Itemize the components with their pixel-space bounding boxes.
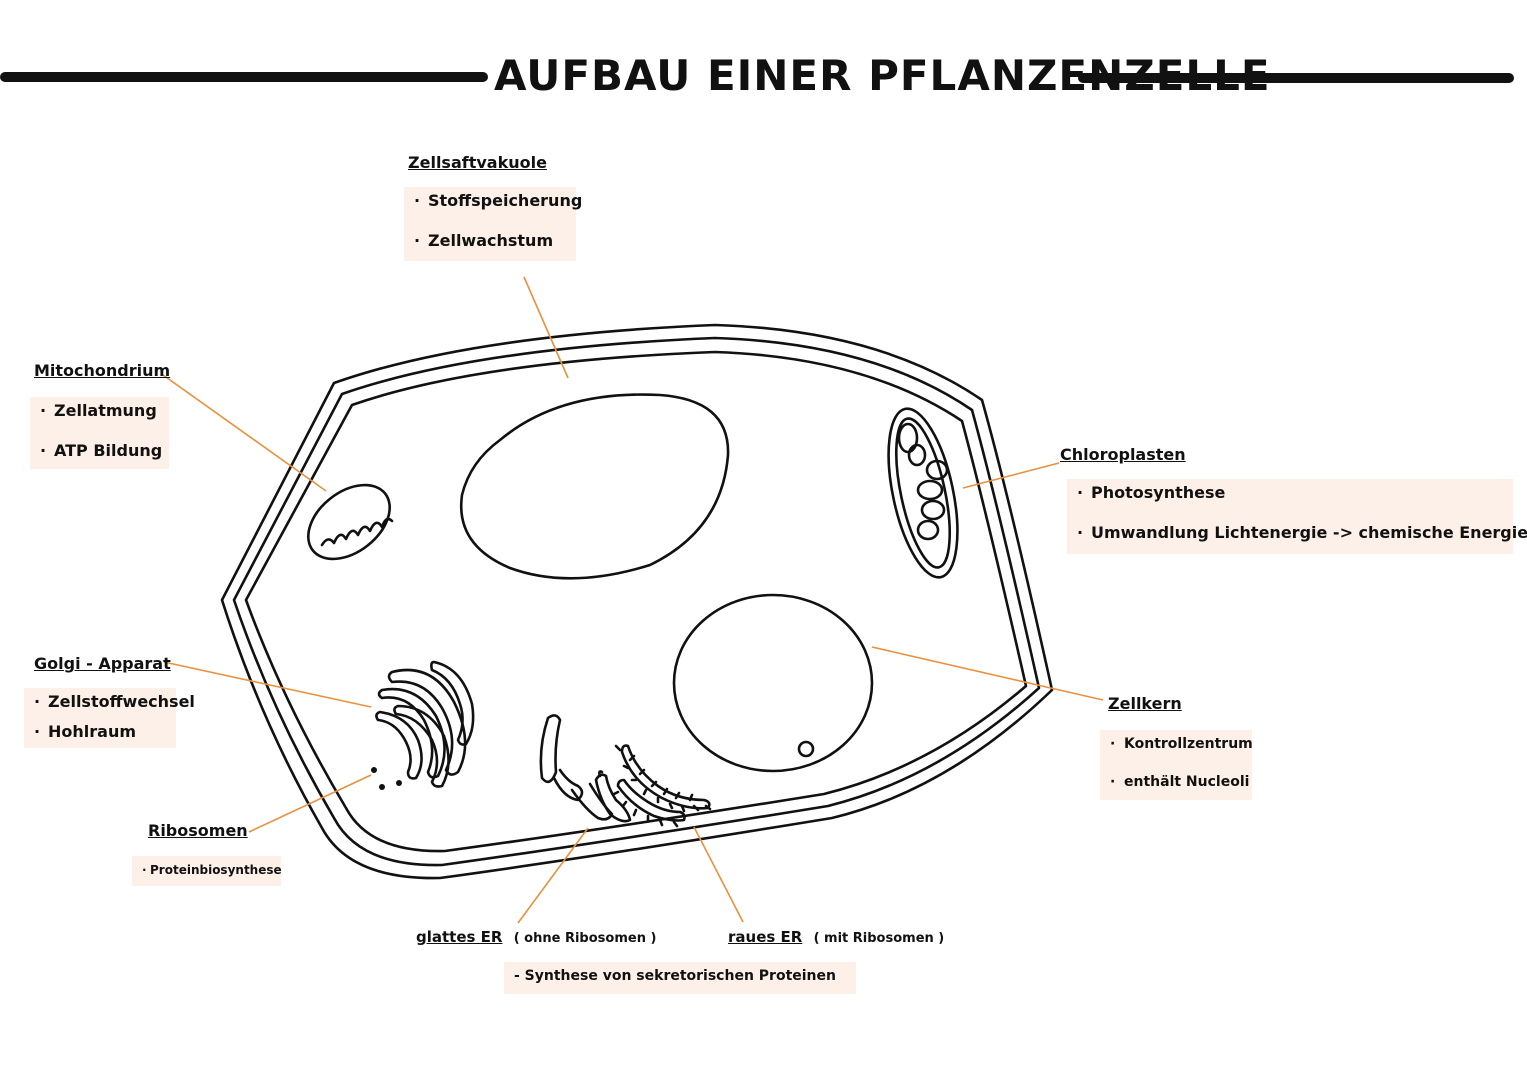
box-golgi: ·Zellstoffwechsel ·Hohlraum — [24, 688, 195, 748]
ribosomen-item-1: Proteinbiosynthese — [150, 863, 282, 877]
golgi-shape — [375, 660, 475, 788]
nucleus-shape — [672, 593, 874, 773]
mitochondrium-item-2: ATP Bildung — [54, 441, 163, 460]
label-raues-er-note: ( mit Ribosomen ) — [813, 931, 945, 946]
golgi-item-2: Hohlraum — [48, 722, 137, 741]
chloroplasten-item-1: Photosynthese — [1091, 483, 1226, 502]
mitochondrium-item-1: Zellatmung — [54, 401, 157, 420]
leader-raues-er — [693, 826, 744, 923]
label-glattes-er: glattes ER — [416, 928, 503, 946]
title-rule-left — [0, 72, 488, 82]
title-rule-right — [1078, 73, 1514, 83]
box-er-function: - Synthese von sekretorischen Proteinen — [504, 962, 856, 994]
box-chloroplasten: ·Photosynthese ·Umwandlung Lichtenergie … — [1067, 479, 1527, 554]
nucleolus-shape — [797, 740, 815, 758]
label-glattes-er-group: glattes ER ( ohne Ribosomen ) — [416, 928, 656, 946]
leader-golgi — [163, 661, 372, 708]
label-zellkern: Zellkern — [1108, 694, 1182, 713]
box-zellkern: ·Kontrollzentrum ·enthält Nucleoli — [1100, 730, 1253, 800]
cell-wall-outer — [220, 323, 1054, 880]
label-raues-er-group: raues ER ( mit Ribosomen ) — [728, 928, 944, 946]
chloroplast-outer — [887, 407, 959, 579]
chloroplast-inner — [895, 417, 951, 569]
cell-wall-inner — [232, 336, 1041, 867]
box-vakuole: ·Stoffspeicherung ·Zellwachstum — [404, 187, 582, 261]
ribosome-dots — [371, 767, 402, 790]
label-vakuole: Zellsaftvakuole — [408, 153, 547, 172]
label-golgi: Golgi - Apparat — [34, 654, 171, 673]
box-ribosomen: ·Proteinbiosynthese — [132, 856, 282, 886]
label-mitochondrium: Mitochondrium — [34, 361, 171, 380]
er-function-text: - Synthese von sekretorischen Proteinen — [514, 968, 836, 984]
leader-chloroplasten — [962, 462, 1060, 489]
leader-ribosomen — [248, 774, 372, 833]
label-ribosomen: Ribosomen — [148, 821, 248, 840]
leader-vakuole — [523, 276, 569, 379]
rough-er-shape — [612, 744, 712, 828]
zellkern-item-2: enthält Nucleoli — [1124, 774, 1250, 790]
label-chloroplasten: Chloroplasten — [1060, 445, 1186, 464]
vakuole-item-1: Stoffspeicherung — [428, 191, 583, 210]
leader-zellkern — [871, 646, 1104, 701]
vakuole-item-2: Zellwachstum — [428, 231, 554, 250]
zellkern-item-1: Kontrollzentrum — [1124, 736, 1253, 752]
vacuole-shape — [459, 393, 730, 580]
leader-mitochondrium — [162, 374, 327, 492]
cell-membrane — [244, 350, 1028, 853]
mitochondrion-cristae — [320, 517, 394, 547]
label-glattes-er-note: ( ohne Ribosomen ) — [513, 931, 657, 946]
smooth-er-shape — [539, 714, 632, 823]
chloroplasten-item-2: Umwandlung Lichtenergie -> chemische Ene… — [1091, 523, 1527, 542]
leader-glattes-er — [517, 827, 589, 924]
golgi-item-1: Zellstoffwechsel — [48, 692, 195, 711]
mitochondrion-shape — [307, 483, 391, 561]
label-raues-er: raues ER — [728, 928, 803, 946]
chloroplast-thylakoids — [897, 422, 949, 541]
box-mitochondrium: ·Zellatmung ·ATP Bildung — [30, 397, 169, 469]
